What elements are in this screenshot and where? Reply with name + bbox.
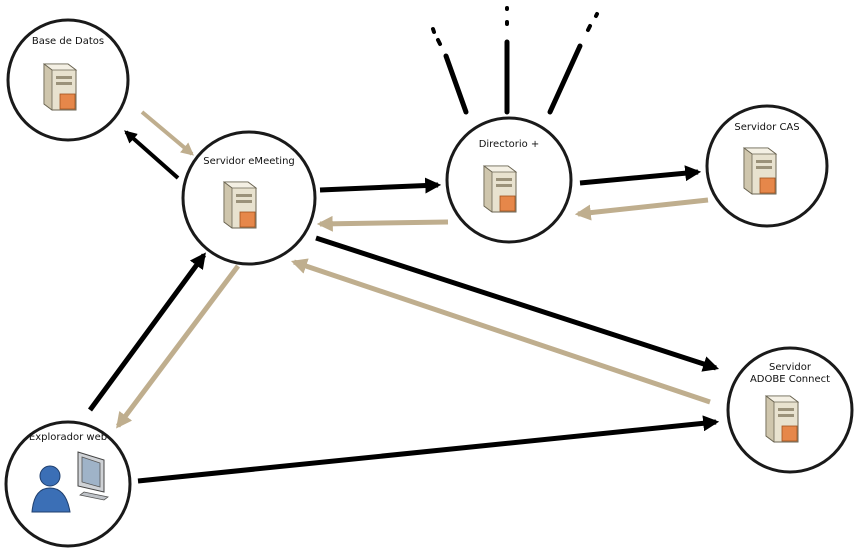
node-adobe[interactable]: Servidor ADOBE Connect xyxy=(726,346,854,474)
signal-rays xyxy=(431,6,599,115)
server-icon xyxy=(223,181,257,229)
user-computer-icon xyxy=(31,451,109,513)
server-icon xyxy=(765,395,799,443)
arrow-browser-to-adobe xyxy=(137,415,720,484)
node-browser[interactable]: Explorador web xyxy=(4,420,132,548)
node-database[interactable]: Base de Datos xyxy=(6,18,130,142)
node-adobe-label-line1: Servidor xyxy=(769,362,812,373)
node-cas[interactable]: Servidor CAS xyxy=(705,104,829,228)
node-database-label: Base de Datos xyxy=(32,36,104,47)
arrow-emeeting-to-directory xyxy=(319,177,442,194)
arrow-database-to-emeeting xyxy=(140,110,194,156)
node-emeeting-label: Servidor eMeeting xyxy=(203,156,295,167)
node-directory-label: Directorio + xyxy=(479,139,540,150)
server-icon xyxy=(43,63,77,111)
arrow-emeeting-to-adobe xyxy=(315,235,720,372)
arrow-browser-to-emeeting xyxy=(87,252,207,412)
node-cas-label: Servidor CAS xyxy=(734,122,799,133)
node-emeeting[interactable]: Servidor eMeeting xyxy=(181,130,317,266)
arrow-directory-to-cas xyxy=(579,165,702,186)
arrow-cas-to-directory xyxy=(574,197,709,221)
arrow-directory-to-emeeting xyxy=(316,215,449,232)
node-directory[interactable]: Directorio + xyxy=(445,116,573,244)
arrow-emeeting-to-database xyxy=(124,130,180,180)
server-icon xyxy=(743,147,777,195)
node-adobe-label-line2: ADOBE Connect xyxy=(750,374,830,385)
node-browser-label: Explorador web xyxy=(29,432,107,443)
arrow-emeeting-to-browser xyxy=(116,264,240,429)
server-icon xyxy=(483,165,517,213)
arrow-adobe-to-emeeting xyxy=(290,258,711,405)
connection-arrows xyxy=(87,110,720,484)
